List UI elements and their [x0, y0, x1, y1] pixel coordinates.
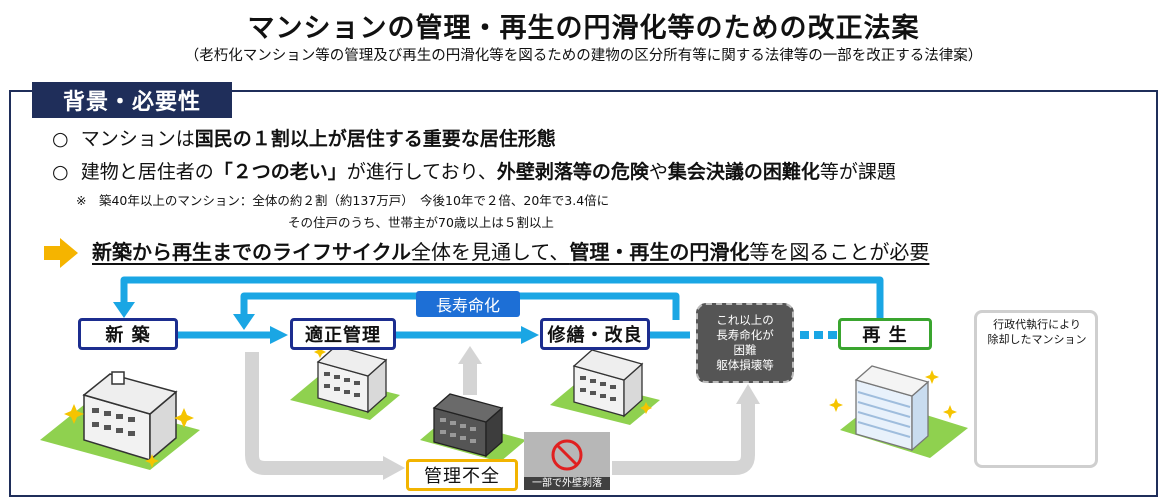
conclusion: 新築から再生までのライフサイクル全体を見通して、管理・再生の円滑化等を図ることが… [92, 236, 929, 265]
blue-arrowhead-down-proper [233, 314, 255, 330]
bullet-2-text-a: 建物と居住者の [80, 161, 214, 183]
stage-repair-improvement: 修繕・改良 [540, 318, 650, 350]
bullet-2-text-e: や [648, 161, 668, 183]
bullet-2-text-f: 集会決議の困難化 [667, 161, 820, 183]
bullet-marker: ○ [52, 128, 69, 150]
gray-arrowhead-up-recovery [458, 346, 482, 364]
bullet-2-text-g: 等が課題 [819, 161, 896, 183]
note-line-1: ※ 築40年以上のマンション：全体の約２割（約137万戸） 今後10年で２倍、2… [76, 193, 610, 208]
blue-arrowhead-down-new [113, 302, 135, 318]
photo-caption-line-1: 行政代執行により [993, 318, 1081, 331]
limit-line-3: 困難 [733, 343, 757, 357]
bullet-2-text-b: 「２つの老い」 [213, 161, 347, 183]
bullet-1-text-a: マンションは [80, 128, 195, 150]
building-new-icon [40, 371, 200, 470]
building-proper-icon [290, 345, 400, 420]
conclusion-text-d: 等を図ることが必要 [749, 240, 930, 264]
conclusion-text-b: 全体を見通して、 [411, 240, 570, 264]
gray-flow-to-poor [245, 352, 385, 475]
section-heading: 背景・必要性 [32, 82, 232, 118]
sparkle-icons [64, 346, 957, 468]
limit-line-1: これ以上の [716, 313, 774, 327]
blue-arrowhead-right-proper [270, 326, 288, 344]
page-subtitle: （老朽化マンション等の管理及び再生の円滑化等を図るための建物の区分所有等に関する… [184, 48, 983, 64]
page-title: マンションの管理・再生の円滑化等のための改正法案 [247, 13, 920, 44]
bullet-2-text-c: が進行しており、 [346, 161, 497, 183]
note-line-2: その住戸のうち、世帯主が70歳以上は５割以上 [288, 215, 554, 230]
wall-caption: 一部で外壁剥落 [524, 477, 610, 490]
bullet-2: ○ 建物と居住者の「２つの老い」が進行しており、外壁剥落等の危険や集会決議の困難… [52, 157, 896, 184]
bullet-2-text-d: 外壁剥落等の危険 [496, 161, 649, 183]
limit-line-2: 長寿命化が [716, 328, 774, 342]
stage-regeneration: 再 生 [838, 318, 932, 350]
bullet-marker: ○ [52, 161, 69, 183]
conclusion-text-c: 管理・再生の円滑化 [569, 240, 750, 264]
limit-line-4: 躯体損壊等 [716, 358, 774, 372]
long-life-label: 長寿命化 [416, 291, 520, 317]
stage-poor-management: 管理不全 [406, 459, 518, 491]
stage-new: 新 築 [78, 318, 178, 350]
gray-arrowhead-up-limit [736, 384, 760, 404]
building-repair-icon [550, 349, 660, 425]
blue-arrowhead-right-repair [521, 326, 539, 344]
dotted-flow-to-regen [800, 331, 837, 339]
gray-arrowhead-right [383, 456, 405, 480]
stage-proper-management: 適正管理 [290, 318, 396, 350]
conclusion-text-a: 新築から再生までのライフサイクル [92, 240, 411, 264]
building-regen-icon [840, 365, 968, 458]
photo-frame [974, 310, 1098, 468]
section-frame [9, 90, 1158, 497]
conclusion-arrow-icon [44, 238, 78, 268]
bullet-1-text-b: 国民の１割以上が居住する重要な居住形態 [194, 128, 556, 150]
gray-flow-to-limit [612, 402, 755, 475]
bullet-1: ○ マンションは国民の１割以上が居住する重要な居住形態 [52, 124, 556, 151]
photo-caption: 行政代執行により 除却したマンション [982, 317, 1092, 347]
gray-flow-arrows [245, 352, 755, 475]
top-return-loop [120, 276, 884, 318]
photo-caption-line-2: 除却したマンション [987, 333, 1087, 346]
limit-box: これ以上の 長寿命化が 困難 躯体損壊等 [696, 303, 794, 383]
building-poor-icon [420, 393, 526, 462]
